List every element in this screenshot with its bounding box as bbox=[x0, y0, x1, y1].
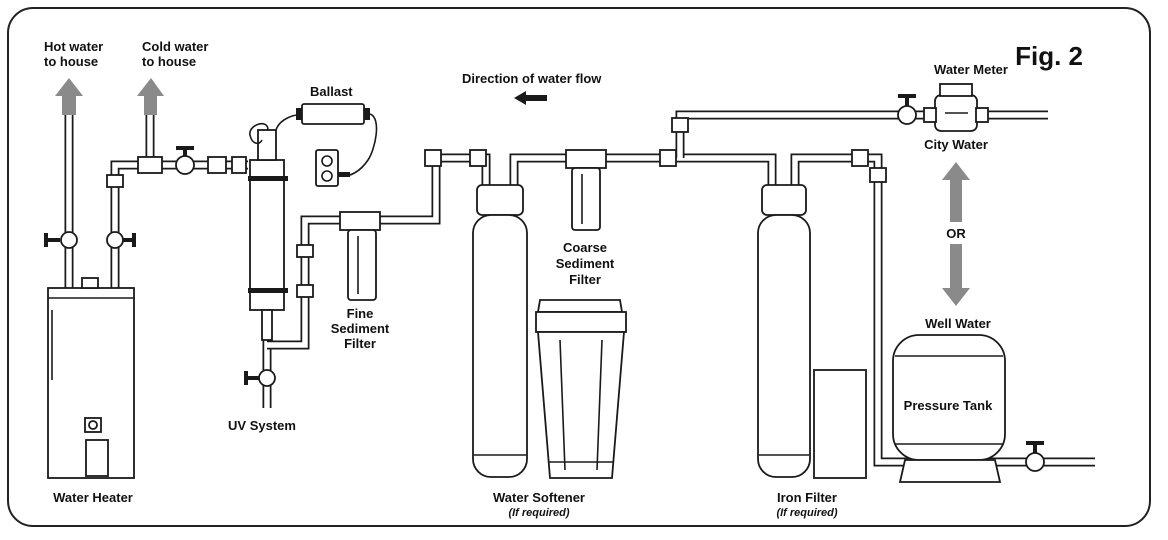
fine-filter-label-line3: Filter bbox=[344, 336, 376, 351]
coarse-filter-label-line1: Coarse bbox=[563, 240, 607, 255]
water-meter-label: Water Meter bbox=[934, 62, 1008, 77]
coarse-filter-label-line3: Filter bbox=[569, 272, 601, 287]
water-softener-label: Water Softener bbox=[493, 490, 585, 505]
iron-filter-note: (If required) bbox=[776, 507, 837, 519]
fine-filter-label-line2: Sediment bbox=[331, 321, 390, 336]
labels: Fig. 2 Hot water to house Cold water to … bbox=[44, 39, 1083, 519]
arrows bbox=[55, 78, 970, 306]
hot-line-valve-icon bbox=[44, 231, 78, 249]
iron-filter-label: Iron Filter bbox=[777, 490, 837, 505]
pipe-fittings bbox=[106, 117, 887, 298]
water-heater-label: Water Heater bbox=[53, 490, 133, 505]
figure-label: Fig. 2 bbox=[1015, 41, 1083, 71]
house-supply-valve-icon bbox=[175, 146, 195, 175]
hot-water-up-arrow-icon bbox=[55, 78, 83, 115]
hot-water-label-line1: Hot water bbox=[44, 39, 103, 54]
water-softener bbox=[472, 184, 627, 479]
pressure-tank-label: Pressure Tank bbox=[904, 398, 993, 413]
ballast bbox=[296, 103, 378, 177]
coarse-filter-label-line2: Sediment bbox=[556, 256, 615, 271]
cold-water-label-line2: to house bbox=[142, 54, 196, 69]
uv-system-label: UV System bbox=[228, 418, 296, 433]
coarse-sediment-filter bbox=[565, 149, 607, 231]
city-water-label: City Water bbox=[924, 137, 988, 152]
diagram-frame bbox=[7, 7, 1151, 527]
water-softener-note: (If required) bbox=[508, 507, 569, 519]
uv-drain-valve-icon bbox=[244, 369, 276, 387]
water-meter bbox=[923, 83, 989, 132]
cold-water-up-arrow-icon bbox=[137, 78, 164, 115]
city-line-valve-icon bbox=[897, 94, 917, 125]
uv-system bbox=[248, 114, 299, 341]
flow-direction-label: Direction of water flow bbox=[462, 71, 602, 86]
well-water-down-arrow-icon bbox=[942, 244, 970, 306]
well-water-label: Well Water bbox=[925, 316, 991, 331]
left-arrow-icon bbox=[514, 91, 547, 105]
cold-line-valve-icon bbox=[106, 231, 136, 249]
hot-water-label-line2: to house bbox=[44, 54, 98, 69]
city-water-up-arrow-icon bbox=[942, 162, 970, 222]
power-outlet-icon bbox=[315, 149, 350, 187]
iron-filter bbox=[757, 184, 867, 479]
fine-sediment-filter bbox=[339, 211, 381, 301]
ballast-label: Ballast bbox=[310, 84, 353, 99]
valves bbox=[44, 94, 1045, 472]
cold-water-label-line1: Cold water bbox=[142, 39, 208, 54]
well-line-valve-icon bbox=[1025, 441, 1045, 472]
fine-filter-label-line1: Fine bbox=[347, 306, 374, 321]
water-heater bbox=[47, 277, 135, 479]
pressure-tank bbox=[892, 334, 1006, 483]
or-label: OR bbox=[946, 226, 966, 241]
